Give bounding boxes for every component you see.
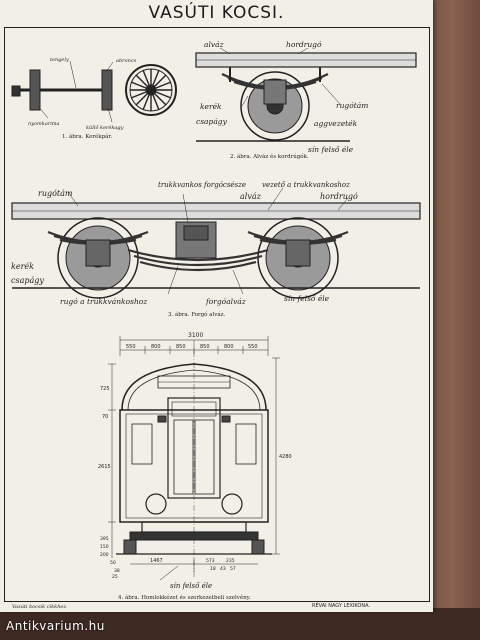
- figure-1-caption: 1. ábra. Kerékpár.: [62, 134, 113, 140]
- dim-43: 43: [220, 566, 226, 572]
- label-csapagy-3: csapágy: [11, 276, 44, 285]
- figure-1-wheelset: tengely abroncs nyomkarima küllő kerékag…: [11, 57, 177, 131]
- label-tengely: tengely: [50, 57, 69, 63]
- label-abroncs: abroncs: [116, 58, 137, 64]
- dim-2615: 2615: [98, 464, 111, 470]
- dim-800-right: 800: [224, 344, 234, 350]
- label-alvaz: alváz: [204, 40, 224, 49]
- label-trukkvankos-forgocsesze: trukkvankos forgócsésze: [158, 181, 246, 189]
- label-csapagy: csapágy: [196, 117, 228, 126]
- dim-800-left: 800: [151, 344, 161, 350]
- figure-2-underframe: alváz hordrugó kerék rugótám csapágy agg…: [195, 40, 417, 154]
- dim-total-width: 3100: [188, 332, 203, 339]
- label-rugo-trukkvankoshoz: rugó a trukkvánkoshoz: [60, 297, 147, 306]
- label-kerek-3: kerék: [11, 262, 34, 271]
- label-hordrugo: hordrugó: [286, 40, 322, 49]
- figure-3-caption: 3. ábra. Forgó alváz.: [168, 312, 226, 318]
- page-title: VASÚTI KOCSI.: [148, 3, 285, 23]
- label-kerek: kerék: [200, 102, 222, 111]
- dim-725: 725: [100, 386, 110, 392]
- label-rugotam-3: rugótám: [38, 189, 73, 198]
- label-sin-felso-ele: sín felső éle: [308, 145, 354, 154]
- footnote: Vasúti kocsik cikkhez.: [12, 604, 68, 610]
- dim-550-left: 550: [126, 344, 136, 350]
- plate-frame: [4, 27, 430, 602]
- dim-25: 25: [112, 574, 118, 580]
- publisher: RÉVAI NAGY LEXIKONA.: [312, 603, 371, 609]
- dim-18: 18: [210, 566, 216, 572]
- watermark: Antikvarium.hu: [6, 619, 105, 633]
- figure-2-caption: 2. ábra. Alváz és kordrúgók.: [230, 154, 309, 160]
- label-hordrugo-3: hordrugó: [320, 192, 358, 201]
- dim-235: 235: [226, 558, 235, 564]
- dim-850: 850: [176, 344, 186, 350]
- dim-38: 38: [114, 568, 120, 574]
- dim-70: 70: [102, 414, 108, 420]
- dim-1467: 1467: [150, 558, 163, 564]
- dim-573: 573: [206, 558, 215, 564]
- figure-3-bogie: rugótám trukkvankos forgócsésze vezető a…: [11, 180, 421, 306]
- label-rugotam: rugótám: [336, 101, 368, 110]
- book-page: VASÚTI KOCSI. tengely abroncs nyomkarima: [0, 0, 433, 612]
- dim-57: 57: [230, 566, 236, 572]
- label-aggvezetek: aggvezeték: [314, 119, 358, 128]
- label-sin-felso-ele-4: sín felső éle: [170, 581, 212, 590]
- dim-550-right: 550: [248, 344, 258, 350]
- background-right: [433, 0, 480, 640]
- dim-850-right: 850: [200, 344, 210, 350]
- label-kullo-kerekagy: küllő kerékagy: [86, 124, 124, 131]
- dim-4280: 4280: [279, 454, 292, 460]
- figure-4-caption: 4. ábra. Homlokkézet és szerkezetbeli sz…: [118, 595, 251, 601]
- dim-50: 50: [110, 560, 116, 566]
- label-alvaz-3: alváz: [240, 192, 262, 201]
- label-sin-felso-ele-3: sín felső éle: [284, 294, 330, 303]
- background-bottom: [0, 608, 480, 640]
- label-nyomkarima: nyomkarima: [28, 121, 60, 127]
- dim-200: 200: [100, 552, 109, 558]
- label-vezeto-trukkvankoshoz: vezető a trukkvankoshoz: [262, 180, 350, 189]
- label-forgoalvaz: forgóalváz: [205, 297, 246, 306]
- dim-150: 150: [100, 544, 109, 550]
- figure-4-cross-section: 3100 550 800 850 850 800 550 725 70 2615…: [98, 332, 292, 590]
- dim-395: 395: [100, 536, 109, 542]
